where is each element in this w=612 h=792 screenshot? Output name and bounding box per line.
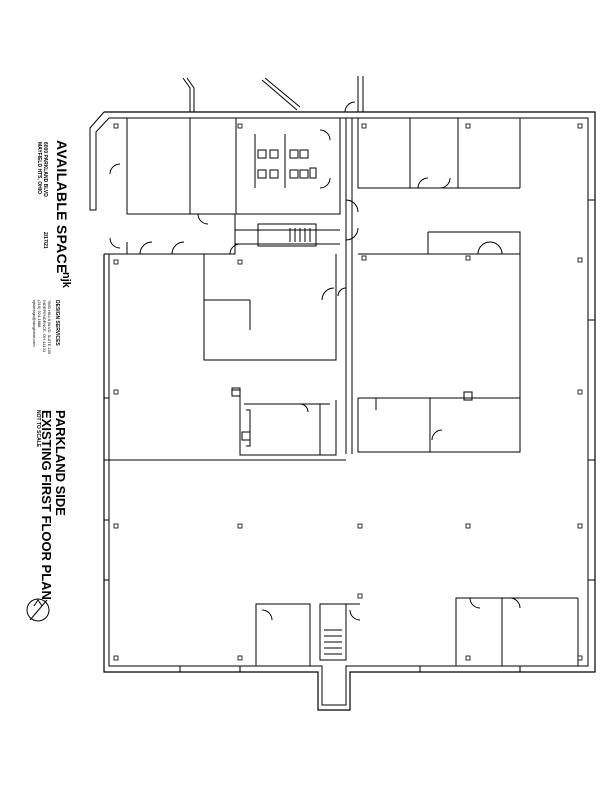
plan-date: 2/17/21 bbox=[42, 232, 48, 249]
exterior-wall bbox=[89, 111, 596, 711]
upper-right-offices bbox=[357, 118, 521, 189]
firm-name: DESIGN SERVICES bbox=[54, 300, 60, 346]
corridor-walls bbox=[337, 118, 359, 454]
firm-phone: (216) 524-1888 bbox=[37, 300, 42, 328]
firm-address-line-2: INDEPENDENCE, OH 44131 bbox=[42, 300, 47, 353]
core-stair bbox=[257, 223, 317, 247]
north-arrow-icon bbox=[26, 598, 50, 622]
plan-title-line-2: EXISTING FIRST FLOOR PLAN bbox=[39, 410, 54, 600]
lower-right-offices bbox=[455, 597, 579, 666]
restroom-core bbox=[235, 117, 341, 215]
bottom-stair bbox=[319, 603, 347, 661]
upper-left-rooms bbox=[109, 118, 340, 255]
structural-columns bbox=[113, 123, 583, 661]
plan-scale-note: NOT TO SCALE bbox=[35, 410, 41, 448]
firm-email: njkdesign@sbcglobal.com bbox=[32, 300, 37, 347]
lower-left-rooms bbox=[255, 603, 361, 666]
center-right-room bbox=[357, 231, 521, 453]
left-area-rooms bbox=[109, 254, 346, 461]
plan-title-line-1: PARKLAND SIDE bbox=[53, 410, 68, 516]
address-line-2: MAYFIELD HTS, OHIO bbox=[36, 142, 42, 195]
firm-address-line-1: 7850 HILLS BLVD. SUITE 109 bbox=[47, 300, 52, 355]
wall-notches bbox=[104, 199, 595, 672]
entry-features bbox=[109, 76, 364, 249]
firm-logo: njk bbox=[60, 272, 72, 288]
address-line-1: 6000 PARKLAND BLVD bbox=[42, 142, 48, 197]
page-title: AVAILABLE SPACE bbox=[54, 140, 70, 274]
